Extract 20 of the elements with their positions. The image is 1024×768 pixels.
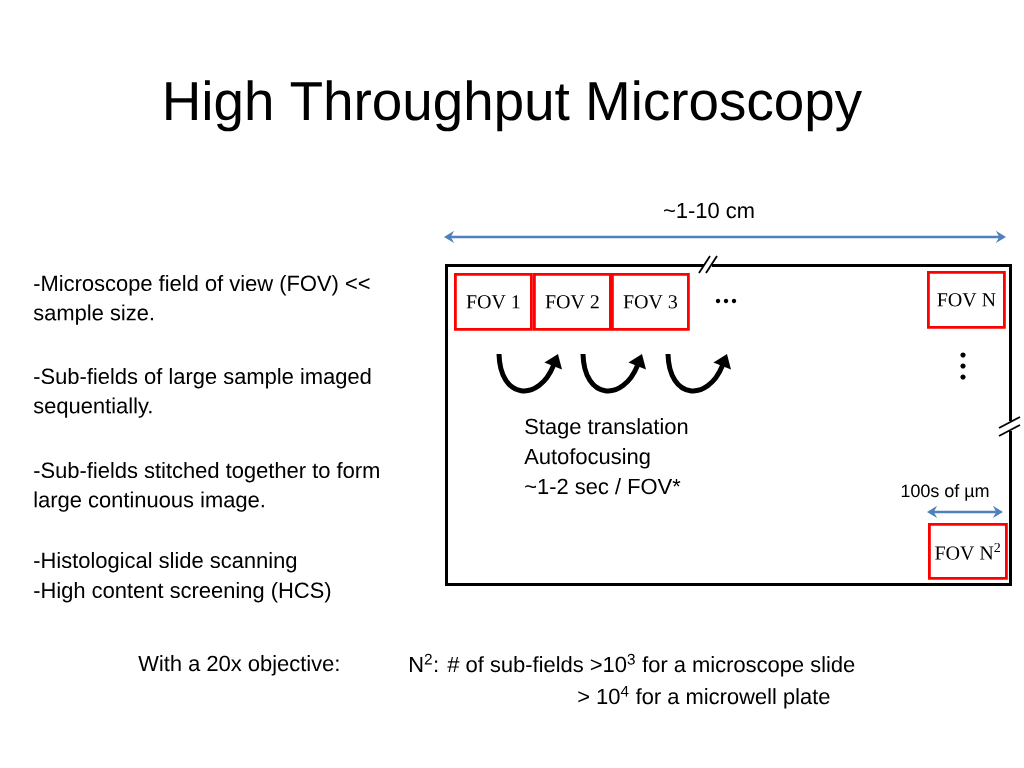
field-count-note: > 10$^{4}$ for a microwell plate [578, 685, 830, 709]
bullet-point: -Microscope field of view (FOV) << sample size. [33, 275, 370, 325]
fov-box: FOV N$^{2}$ [928, 523, 1008, 580]
bullet-point: -Sub-fields of large sample imaged sequentially. [33, 368, 371, 418]
process-note: Autofocusing [524, 448, 650, 469]
bullet-point: -Histological slide scanning [34, 552, 297, 573]
slide-title: High Throughput Microscopy [166, 80, 862, 132]
fov-box: FOV 2 [533, 273, 612, 331]
fov-box: FOV N [927, 271, 1006, 329]
dimension-label: 100s of µm [901, 484, 989, 501]
fov-box: FOV 1 [454, 273, 533, 331]
process-note: Stage translation [525, 418, 688, 439]
bullet-point: -Sub-fields stitched together to form large continuous image. [34, 462, 379, 512]
process-note: ~1-2 sec / FOV* [525, 478, 681, 495]
bullet-point: -High content screening (HCS) [34, 582, 331, 603]
fov-box: FOV 3 [611, 273, 690, 331]
sample-frame [445, 264, 1012, 586]
dimension-label: ~1-10 cm [664, 202, 754, 219]
objective-note: With a 20x objective: [138, 655, 339, 676]
field-count-note: N$^{2}$: # of sub-fields >10$^{3}$ for a microscope slide [410, 653, 855, 677]
